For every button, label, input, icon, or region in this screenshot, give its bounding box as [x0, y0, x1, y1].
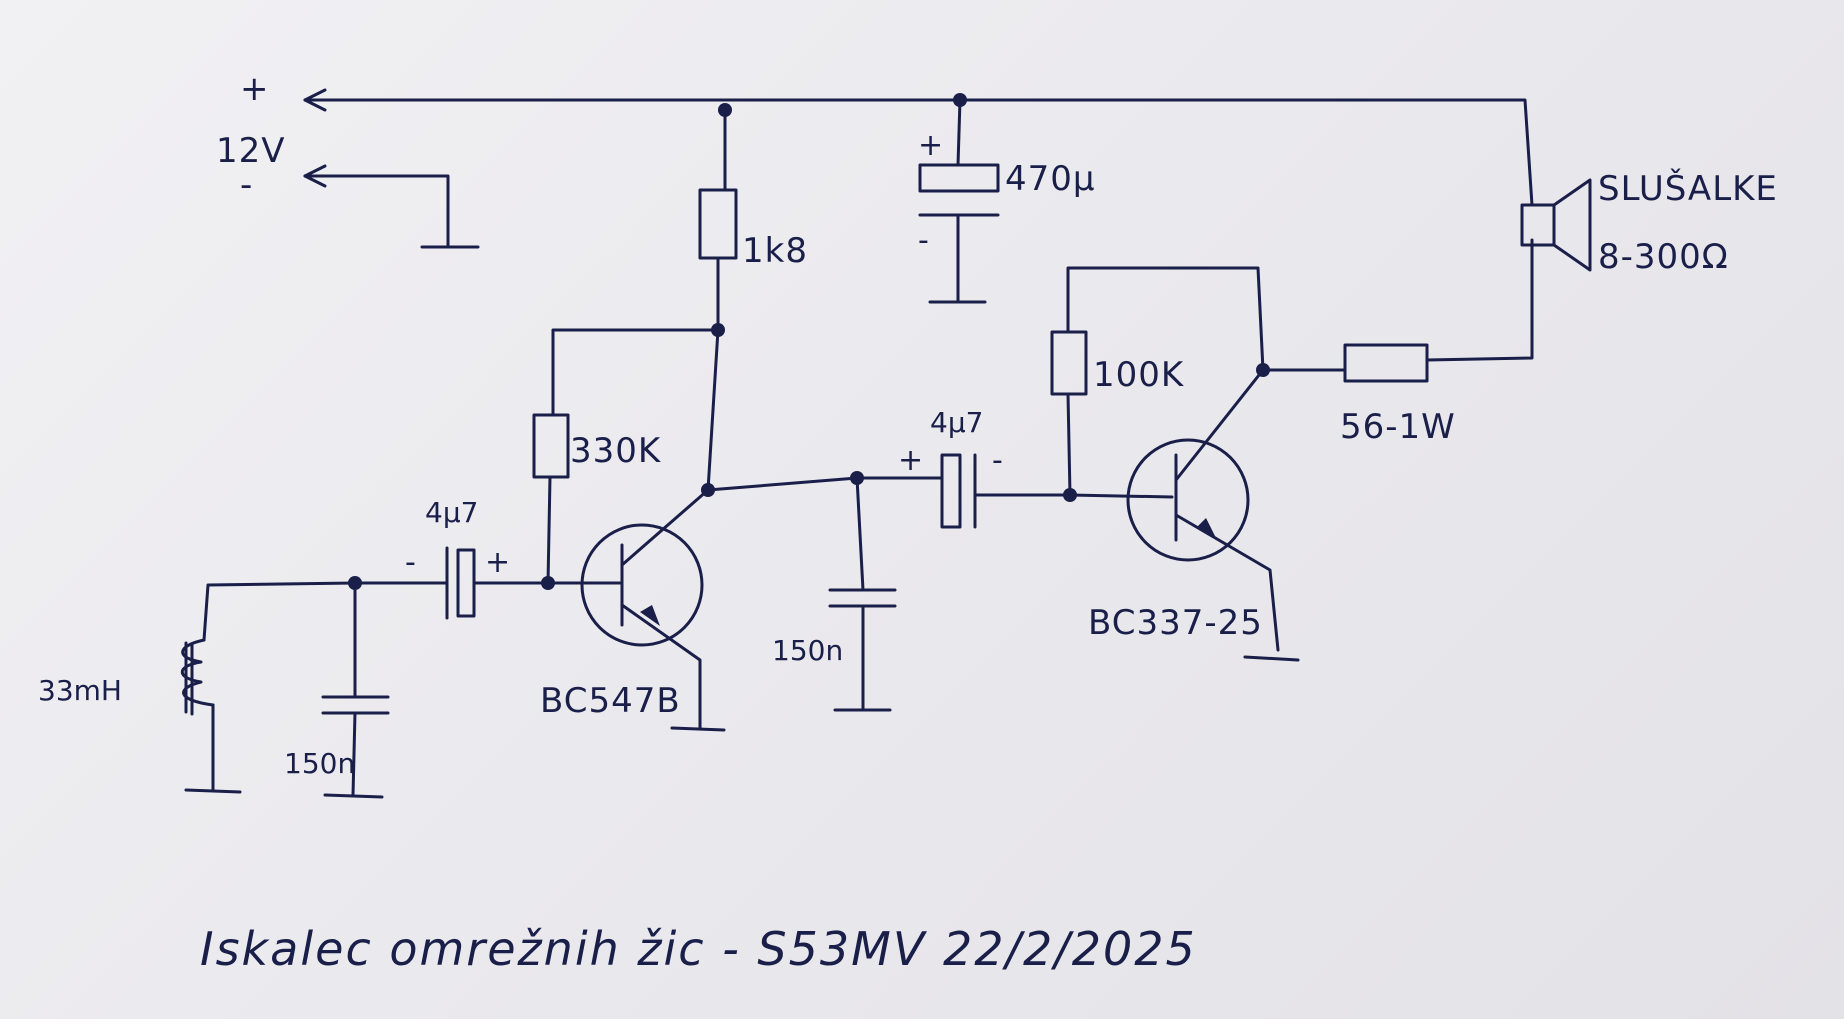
capacitor-c-in	[353, 546, 550, 620]
q1-collector-wire	[706, 328, 720, 492]
resistor-r4-label: 56-1W	[1340, 407, 1456, 447]
stage1-output-wire	[706, 476, 859, 492]
headphones-speaker	[1520, 178, 1592, 272]
capacitor-c-coupling-plus: +	[898, 443, 923, 478]
capacitor-c-supply-label: 470µ	[1005, 159, 1096, 199]
capacitor-c-in-label: 4µ7	[425, 496, 478, 529]
inductor-l1	[180, 581, 357, 794]
capacitor-c-filter2-label: 150n	[772, 634, 843, 667]
inductor-label: 33mH	[38, 674, 122, 707]
supply-plus-label: +	[240, 69, 270, 109]
transistor-q2	[1068, 368, 1300, 662]
supply-positive-rail	[303, 88, 1534, 207]
capacitor-c-supply-plus: +	[918, 128, 943, 163]
headphones-impedance-label: 8-300Ω	[1598, 237, 1729, 277]
capacitor-c-coupling-minus: -	[992, 443, 1003, 478]
capacitor-c-in-minus: -	[405, 545, 416, 580]
transistor-q2-label: BC337-25	[1088, 603, 1263, 643]
headphones-name-label: SLUŠALKE	[1598, 168, 1778, 209]
resistor-r3-label: 100K	[1093, 355, 1185, 395]
transistor-q1	[546, 488, 726, 732]
capacitor-c-supply	[918, 98, 1000, 304]
transistor-q1-label: BC547B	[540, 681, 681, 721]
capacitor-c-coupling	[855, 453, 1072, 529]
resistor-r2	[532, 328, 720, 585]
capacitor-c-supply-minus: -	[918, 223, 929, 258]
capacitor-c-coupling-label: 4µ7	[930, 406, 983, 439]
capacitor-c-in-plus: +	[485, 545, 510, 580]
resistor-r1	[698, 108, 738, 332]
supply-voltage-label: 12V	[216, 131, 286, 171]
capacitor-c-filter1-label: 150n	[284, 747, 355, 780]
schematic-title: Iskalec omrežnih žic - S53MV 22/2/2025	[200, 922, 1197, 976]
capacitor-c-filter2	[828, 476, 897, 712]
capacitor-c-filter1	[321, 581, 390, 799]
resistor-r3	[1050, 266, 1265, 497]
junction-dots	[348, 93, 1270, 590]
supply-minus-label: -	[240, 165, 253, 205]
resistor-r1-label: 1k8	[742, 231, 808, 271]
resistor-r4	[1261, 238, 1534, 383]
resistor-r2-label: 330K	[570, 431, 662, 471]
supply-negative-lead	[303, 164, 480, 249]
